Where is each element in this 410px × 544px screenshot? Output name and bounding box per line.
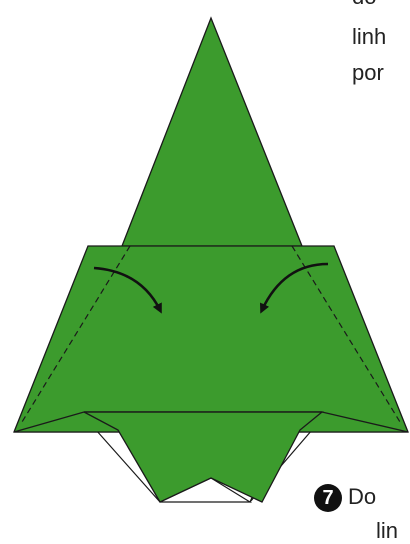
caption-bottom-line-2: lin xyxy=(376,518,398,544)
caption-top-line-1: do xyxy=(352,0,376,10)
caption-top-line-2: linh xyxy=(352,24,386,50)
top-triangle xyxy=(122,18,302,246)
caption-bottom-line-1: Do xyxy=(348,484,376,510)
main-trapezoid xyxy=(14,246,408,432)
step-number-badge-icon: 7 xyxy=(314,484,342,512)
caption-top-line-3: por xyxy=(352,60,384,86)
